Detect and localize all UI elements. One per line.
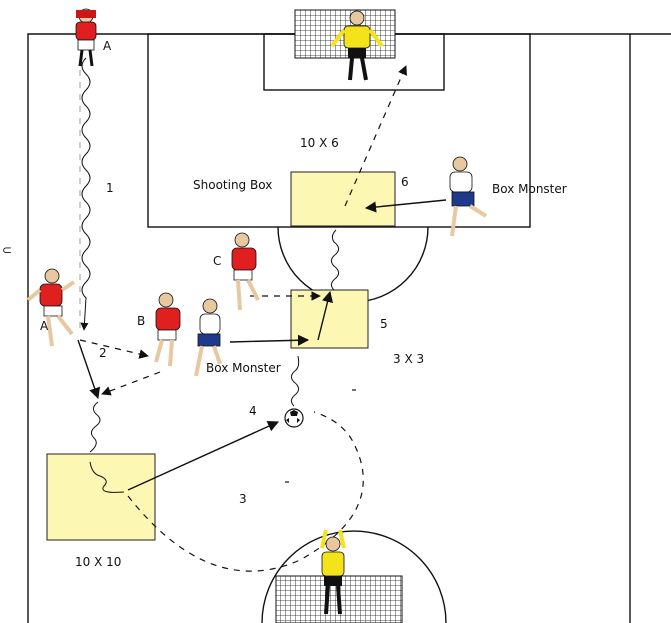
dribble-to-middle-box: [290, 355, 300, 407]
goalkeeper-bottom: [320, 529, 346, 615]
dribble-path-to-box: [89, 401, 101, 453]
label-player-c: C: [213, 254, 221, 268]
label-box-monster-mid: Box Monster: [206, 361, 281, 375]
player-a-top: [75, 8, 97, 67]
run-arrow-b: [79, 339, 149, 359]
label-shooting-box: Shooting Box: [193, 178, 272, 192]
middle-box-zone: [290, 289, 369, 349]
curved-run-3: [127, 411, 364, 572]
label-dim-10x6: 10 X 6: [300, 136, 339, 150]
label-player-a-mid: A: [40, 319, 49, 333]
player-c: [231, 232, 260, 311]
step-label-4: 4: [249, 404, 257, 418]
pass-arrow-monster: [229, 334, 310, 346]
dribble-in-start-box: [89, 461, 125, 493]
shot-arrow: [344, 65, 407, 207]
pass-arrow-5: [317, 290, 333, 341]
step-label-6: 6: [401, 175, 409, 189]
label-player-a-top: A: [103, 39, 112, 53]
player-b: [154, 292, 181, 367]
bottom-penalty-arc: [261, 530, 447, 623]
step-label-5: 5: [380, 317, 388, 331]
pass-arrow-4: [127, 421, 280, 491]
start-box-zone: [46, 453, 156, 541]
label-player-b: B: [137, 314, 145, 328]
pass-arrow-monster-top: [364, 199, 447, 213]
box-monster-mid: [194, 298, 222, 377]
pass-arrow-2: [77, 339, 101, 400]
run-arrow-b-back: [101, 371, 161, 396]
shooting-box-zone: [290, 171, 396, 227]
step-label-2: 2: [99, 346, 107, 360]
step-label-1: 1: [106, 181, 114, 195]
ball: [284, 408, 304, 428]
step-label-3: 3: [239, 492, 247, 506]
box-monster-top: [449, 156, 488, 237]
goalkeeper-top: [330, 10, 384, 81]
label-box-monster-top: Box Monster: [492, 182, 567, 196]
label-dim-3x3: 3 X 3: [393, 352, 424, 366]
player-a-mid: [26, 268, 76, 347]
label-left-edge-mark: ⊂: [2, 243, 12, 257]
label-dim-10x10: 10 X 10: [75, 555, 121, 569]
dribble-to-shooting-box: [330, 229, 340, 291]
dribble-path-a: [80, 57, 91, 331]
